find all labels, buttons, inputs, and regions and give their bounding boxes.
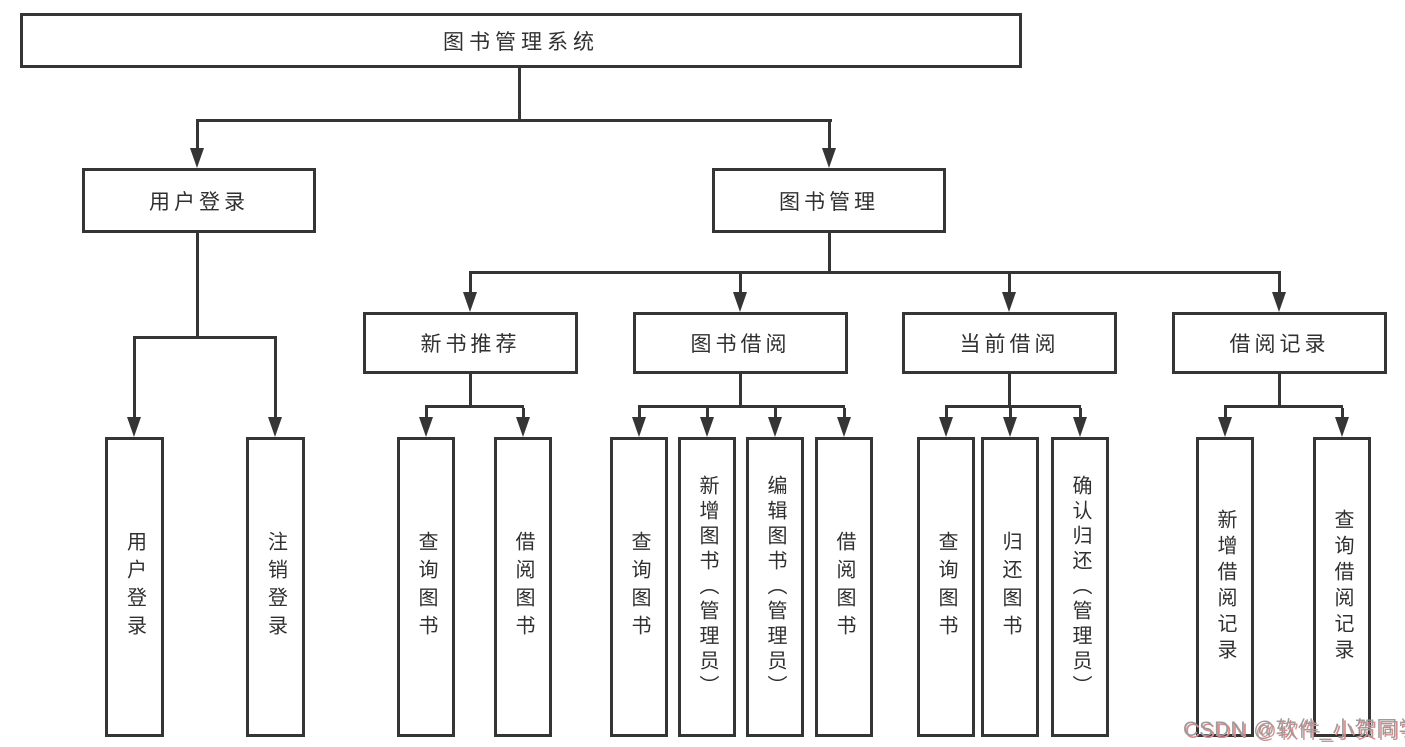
connector: [1278, 274, 1281, 292]
connector: [469, 271, 1281, 274]
node-user-login-leaf: 用户登录: [105, 437, 164, 737]
connector: [196, 119, 832, 122]
arrow-down-icon: [1073, 417, 1087, 437]
leaf-confirm-return-admin: 确认归还（管理员）: [1051, 437, 1109, 737]
node-user-login: 用户登录: [82, 168, 316, 233]
arrow-down-icon: [837, 417, 851, 437]
node-book-borrow: 图书借阅: [633, 312, 848, 374]
arrow-down-icon: [419, 417, 433, 437]
arrow-down-icon: [127, 417, 141, 437]
arrow-down-icon: [1335, 417, 1349, 437]
connector: [1008, 274, 1011, 292]
arrow-down-icon: [822, 148, 836, 168]
leaf-edit-book-admin: 编辑图书（管理员）: [746, 437, 804, 737]
node-borrow-records: 借阅记录: [1172, 312, 1387, 374]
connector: [196, 122, 199, 148]
connector: [425, 405, 524, 408]
arrow-down-icon: [939, 417, 953, 437]
leaf-borrow-books-2: 借阅图书: [815, 437, 873, 737]
node-current-borrow: 当前借阅: [902, 312, 1117, 374]
connector: [638, 408, 641, 417]
leaf-query-books-3: 查询图书: [917, 437, 975, 737]
node-new-book-recommend: 新书推荐: [363, 312, 578, 374]
arrow-down-icon: [733, 292, 747, 312]
connector: [1008, 374, 1011, 406]
connector: [1224, 408, 1227, 417]
arrow-down-icon: [516, 417, 530, 437]
node-logout-leaf: 注销登录: [246, 437, 305, 737]
leaf-add-borrow-record: 新增借阅记录: [1196, 437, 1254, 737]
connector: [425, 408, 428, 417]
connector: [945, 408, 948, 417]
leaf-query-books-1: 查询图书: [397, 437, 455, 737]
connector: [518, 66, 521, 119]
connector: [1224, 405, 1343, 408]
connector: [1009, 408, 1012, 417]
connector: [1341, 408, 1344, 417]
connector: [774, 408, 777, 417]
connector: [196, 233, 199, 336]
leaf-query-books-2: 查询图书: [610, 437, 668, 737]
connector: [274, 339, 277, 417]
connector: [739, 374, 742, 406]
arrow-down-icon: [463, 292, 477, 312]
arrow-down-icon: [632, 417, 646, 437]
arrow-down-icon: [1002, 292, 1016, 312]
connector: [522, 408, 525, 417]
arrow-down-icon: [1272, 292, 1286, 312]
arrow-down-icon: [1003, 417, 1017, 437]
arrow-down-icon: [268, 417, 282, 437]
connector: [133, 339, 136, 417]
leaf-return-book: 归还图书: [981, 437, 1039, 737]
node-root: 图书管理系统: [20, 13, 1022, 68]
leaf-add-book-admin: 新增图书（管理员）: [678, 437, 736, 737]
connector: [638, 405, 845, 408]
connector: [1079, 408, 1082, 417]
connector: [843, 408, 846, 417]
connector: [828, 233, 831, 271]
connector: [1278, 374, 1281, 406]
arrow-down-icon: [1218, 417, 1232, 437]
connector: [469, 374, 472, 406]
connector: [133, 336, 277, 339]
arrow-down-icon: [768, 417, 782, 437]
arrow-down-icon: [190, 148, 204, 168]
leaf-borrow-books-1: 借阅图书: [494, 437, 552, 737]
connector: [739, 274, 742, 292]
leaf-query-borrow-record: 查询借阅记录: [1313, 437, 1371, 737]
arrow-down-icon: [700, 417, 714, 437]
connector: [945, 405, 1081, 408]
watermark: CSDN @软件_小贺同学: [1183, 718, 1405, 741]
connector: [828, 122, 831, 148]
connector: [706, 408, 709, 417]
connector: [469, 274, 472, 292]
node-book-management: 图书管理: [712, 168, 946, 233]
